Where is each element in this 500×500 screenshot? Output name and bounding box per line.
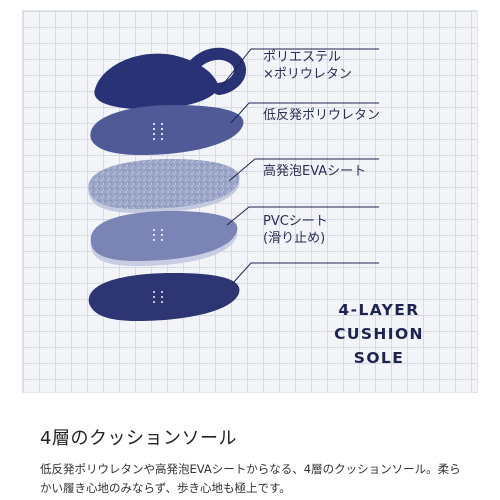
pvc-sole xyxy=(90,211,238,261)
caption-heading: 4層のクッションソール xyxy=(40,428,237,449)
label-eva: 高発泡EVAシート xyxy=(263,163,366,180)
diagram-panel: ポリエステル ×ポリウレタン 低反発ポリウレタン 高発泡EVAシート PVCシー… xyxy=(22,10,478,393)
caption-body: 低反発ポリウレタンや高発泡EVAシートからなる、4層のクッションソール。柔らかい… xyxy=(40,462,461,495)
upper-strap xyxy=(185,48,246,95)
label-upper-line-2: ×ポリウレタン xyxy=(263,67,352,82)
brand-title: 4-LAYER CUSHION SOLE xyxy=(319,298,439,370)
bottom-vent-holes xyxy=(153,291,163,303)
leader-line-eva xyxy=(228,158,379,182)
label-pvc-line-2: (滑り止め) xyxy=(263,231,326,246)
eva-sole xyxy=(88,159,240,209)
label-memory-foam: 低反発ポリウレタン xyxy=(263,107,380,124)
leader-line-pvc xyxy=(226,206,379,226)
pvc-vent-holes xyxy=(153,229,163,241)
leader-lines xyxy=(220,48,379,284)
label-upper: ポリエステル ×ポリウレタン xyxy=(263,49,352,83)
brand-title-line-2: CUSHION xyxy=(334,325,424,343)
layer-bottom xyxy=(88,273,240,321)
vent-holes xyxy=(153,123,163,140)
label-pvc-line-1: PVCシート xyxy=(263,214,328,229)
label-upper-line-1: ポリエステル xyxy=(263,50,342,65)
layer-eva xyxy=(88,159,240,213)
memory-foam-sole xyxy=(90,105,244,155)
label-eva-line-1: 高発泡EVAシート xyxy=(263,164,367,179)
label-memory-foam-line-1: 低反発ポリウレタン xyxy=(263,108,381,123)
layer-memory-foam xyxy=(90,105,244,155)
leader-line-bottom xyxy=(232,262,379,284)
layer-pvc xyxy=(90,211,238,266)
brand-title-line-3: SOLE xyxy=(353,349,405,367)
upper-body xyxy=(94,53,219,110)
label-pvc: PVCシート (滑り止め) xyxy=(263,213,328,247)
layer-upper xyxy=(94,48,246,110)
leader-line-upper xyxy=(220,48,379,88)
layers-illustration xyxy=(88,48,379,321)
bottom-sole xyxy=(88,273,240,321)
brand-title-line-1: 4-LAYER xyxy=(338,301,420,319)
leader-line-memory-foam xyxy=(230,102,379,124)
